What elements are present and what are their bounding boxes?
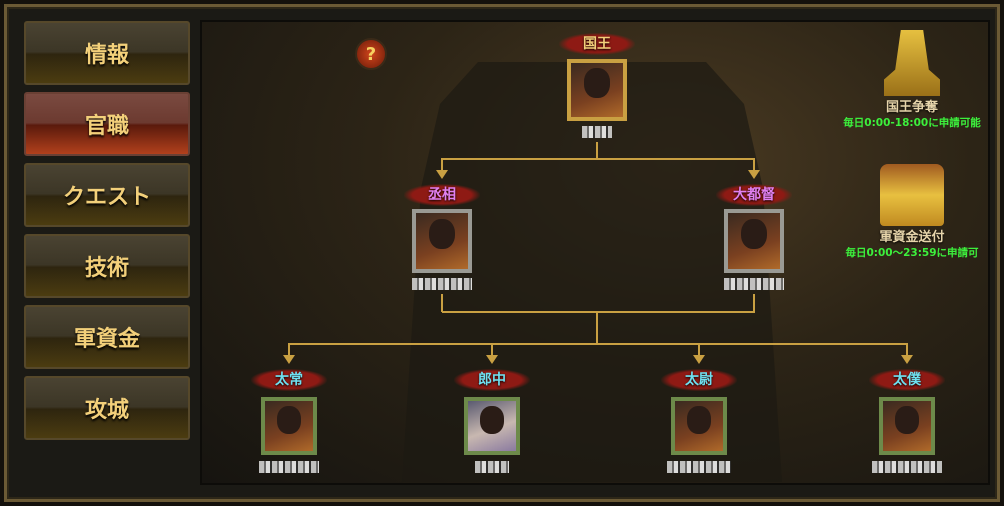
taichang-portrait[interactable] — [261, 397, 317, 455]
connector-line — [906, 343, 908, 357]
sidebar-item-quest[interactable]: クエスト — [24, 163, 190, 227]
rank-label-langzhong: 郎中 — [454, 369, 530, 391]
treasure-chest-icon — [880, 164, 944, 226]
taiwei-portrait[interactable] — [671, 397, 727, 455]
rank-label-taipu: 太僕 — [869, 369, 945, 391]
fund-delivery-event[interactable]: 軍資金送付 毎日0:00～23:59に申請可 — [832, 164, 988, 260]
connector-line — [442, 311, 755, 313]
player-name-masked — [412, 278, 472, 290]
connector-line — [441, 294, 443, 312]
player-name-masked — [724, 278, 784, 290]
event-schedule: 毎日0:00～23:59に申請可 — [845, 247, 979, 259]
connector-line — [491, 343, 493, 357]
help-button[interactable]: ? — [355, 38, 387, 70]
chancellor-portrait[interactable] — [412, 209, 472, 273]
connector-line — [288, 343, 908, 345]
connector-line — [288, 343, 290, 357]
rank-label-taichang: 太常 — [251, 369, 327, 391]
arrow-down-icon — [693, 355, 705, 364]
player-name-masked — [872, 461, 942, 473]
connector-line — [698, 343, 700, 357]
arrow-down-icon — [283, 355, 295, 364]
arrow-down-icon — [901, 355, 913, 364]
langzhong-portrait[interactable] — [464, 397, 520, 455]
arrow-down-icon — [436, 170, 448, 179]
connector-line — [442, 158, 755, 160]
connector-line — [596, 142, 598, 159]
connector-line — [596, 311, 598, 344]
connector-line — [441, 158, 443, 172]
player-name-masked — [475, 461, 509, 473]
event-schedule: 毎日0:00-18:00に申請可能 — [843, 117, 981, 129]
taipu-portrait[interactable] — [879, 397, 935, 455]
arrow-down-icon — [748, 170, 760, 179]
king-contest-event[interactable]: 国王争奪 毎日0:00-18:00に申請可能 — [832, 30, 988, 130]
rank-label-chancellor: 丞相 — [404, 184, 480, 206]
event-title: 国王争奪 — [885, 100, 938, 115]
rank-label-grand-commander: 大都督 — [716, 184, 792, 206]
sidebar-item-offices[interactable]: 官職 — [24, 92, 190, 156]
sidebar-item-siege[interactable]: 攻城 — [24, 376, 190, 440]
jade-seal-icon — [884, 30, 940, 96]
sidebar-item-funds[interactable]: 軍資金 — [24, 305, 190, 369]
player-name-masked — [582, 126, 612, 138]
king-portrait[interactable] — [567, 59, 627, 121]
connector-line — [753, 294, 755, 312]
connector-line — [753, 158, 755, 172]
sidebar-item-info[interactable]: 情報 — [24, 21, 190, 85]
rank-label-taiwei: 太尉 — [661, 369, 737, 391]
office-hierarchy-panel: ? 国王 丞相 大都督 太常 郎中 太尉 太僕 国王争奪 毎日0:00-18:0… — [200, 20, 990, 485]
grand-commander-portrait[interactable] — [724, 209, 784, 273]
player-name-masked — [667, 461, 731, 473]
sidebar-item-tech[interactable]: 技術 — [24, 234, 190, 298]
player-name-masked — [259, 461, 319, 473]
rank-label-king: 国王 — [559, 33, 635, 55]
event-title: 軍資金送付 — [879, 230, 945, 245]
arrow-down-icon — [486, 355, 498, 364]
